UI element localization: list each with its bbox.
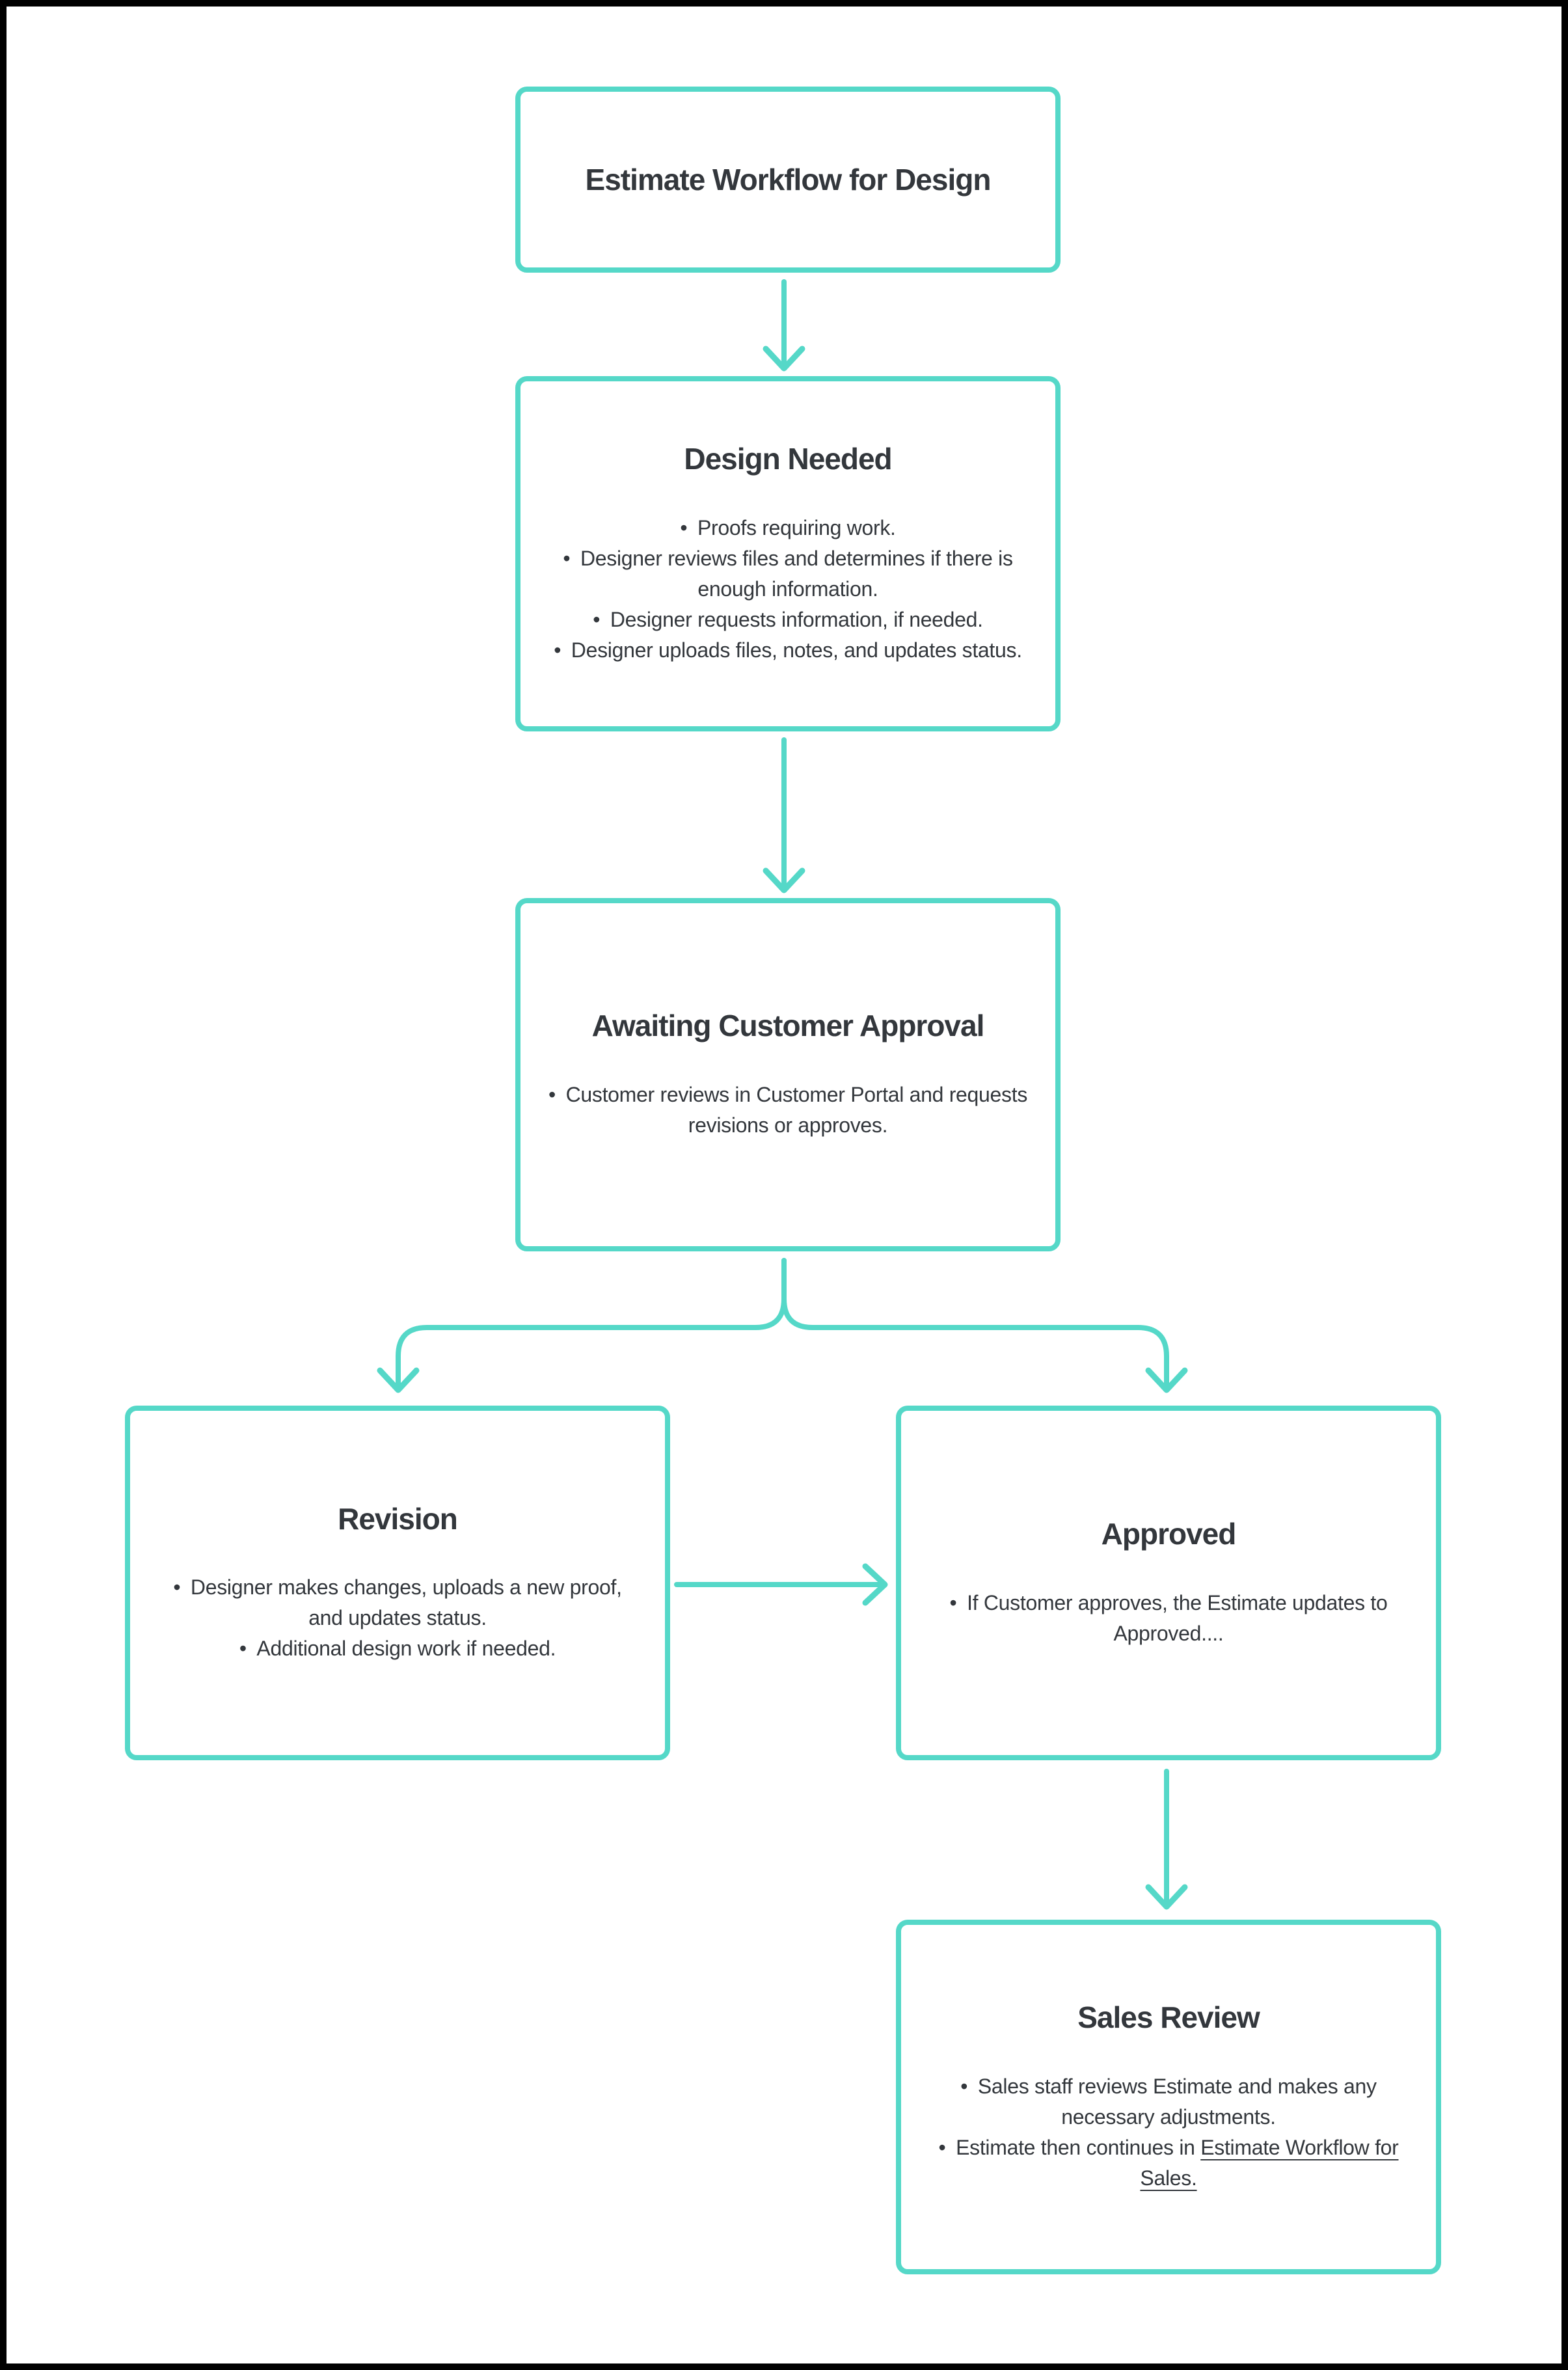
bullet-item: Sales staff reviews Estimate and makes a… — [926, 2071, 1411, 2132]
arrow-approved-to-sales — [1145, 1769, 1188, 1910]
node-start: Estimate Workflow for Design — [515, 87, 1061, 273]
bullet-item: Designer uploads files, notes, and updat… — [546, 635, 1030, 666]
arrow-awaiting-to-approved — [781, 1258, 1188, 1393]
node-awaiting-customer-approval: Awaiting Customer Approval Customer revi… — [515, 898, 1061, 1251]
node-design-needed-title: Design Needed — [684, 442, 892, 476]
node-awaiting-bullets: Customer reviews in Customer Portal and … — [546, 1080, 1030, 1141]
arrow-start-to-design — [763, 279, 805, 372]
node-approved-title: Approved — [1101, 1517, 1237, 1551]
arrow-design-to-awaiting — [763, 737, 805, 893]
node-revision-bullets: Designer makes changes, uploads a new pr… — [155, 1572, 640, 1664]
bullet-item: Customer reviews in Customer Portal and … — [546, 1080, 1030, 1141]
node-awaiting-title: Awaiting Customer Approval — [591, 1009, 985, 1043]
node-sales-review-bullets: Sales staff reviews Estimate and makes a… — [926, 2071, 1411, 2194]
arrow-revision-to-approved — [674, 1563, 888, 1606]
node-design-needed: Design Needed Proofs requiring work. Des… — [515, 376, 1061, 731]
estimate-workflow-for-sales-link[interactable]: Estimate Workflow for Sales. — [1140, 2135, 1399, 2190]
flowchart-canvas: Estimate Workflow for Design Design Need… — [7, 7, 1561, 2363]
node-approved-bullets: If Customer approves, the Estimate updat… — [926, 1588, 1411, 1649]
bullet-item: Designer requests information, if needed… — [546, 605, 1030, 635]
node-revision-title: Revision — [338, 1501, 458, 1536]
connector-layer — [377, 279, 1188, 1910]
node-sales-review: Sales Review Sales staff reviews Estimat… — [896, 1920, 1441, 2274]
node-revision: Revision Designer makes changes, uploads… — [125, 1406, 670, 1760]
bullet-item: If Customer approves, the Estimate updat… — [926, 1588, 1411, 1649]
bullet-link-prefix: Estimate then continues in — [956, 2135, 1201, 2159]
arrow-awaiting-to-revision — [377, 1258, 787, 1393]
bullet-item: Proofs requiring work. — [546, 513, 1030, 543]
node-sales-review-title: Sales Review — [1077, 2000, 1260, 2035]
node-start-title: Estimate Workflow for Design — [585, 162, 992, 197]
bullet-item-with-link: Estimate then continues in Estimate Work… — [926, 2132, 1411, 2194]
node-approved: Approved If Customer approves, the Estim… — [896, 1406, 1441, 1760]
node-design-needed-bullets: Proofs requiring work. Designer reviews … — [546, 513, 1030, 666]
bullet-item: Additional design work if needed. — [155, 1633, 640, 1664]
bullet-item: Designer makes changes, uploads a new pr… — [155, 1572, 640, 1633]
bullet-item: Designer reviews files and determines if… — [546, 543, 1030, 605]
